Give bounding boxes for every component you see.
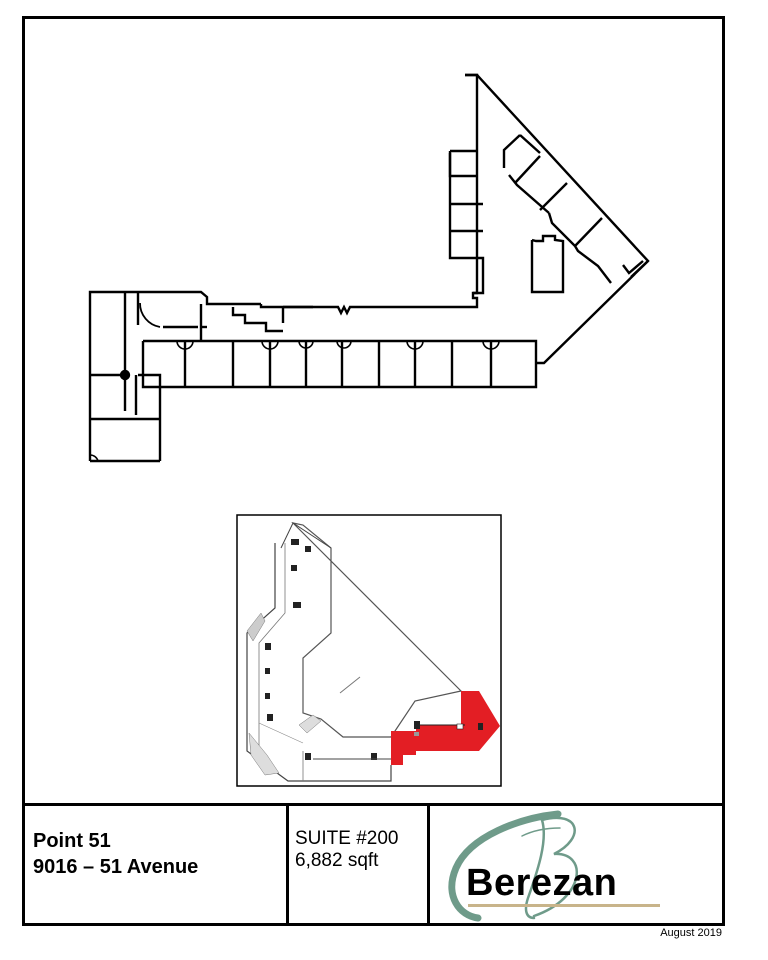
monogram-b-icon [448, 810, 578, 922]
logo-wordmark: Berezan [466, 862, 618, 904]
plan-area [25, 19, 722, 803]
property-address: 9016 – 51 Avenue [33, 856, 199, 878]
title-block: Point 51 9016 – 51 Avenue SUITE #200 6,8… [25, 803, 722, 923]
page-frame: Point 51 9016 – 51 Avenue SUITE #200 6,8… [22, 16, 725, 926]
suite-cell: SUITE #200 6,882 sqft [289, 806, 430, 923]
date-label: August 2019 [660, 927, 722, 939]
suite-area: 6,882 sqft [295, 850, 379, 871]
berezan-logo: Berezan [430, 806, 722, 923]
suite-floor-plan [88, 73, 650, 463]
property-cell: Point 51 9016 – 51 Avenue [25, 806, 289, 923]
suite-label: SUITE #200 [295, 828, 399, 849]
logo-underline [468, 904, 660, 907]
key-plan [236, 514, 502, 787]
suite-highlight [391, 691, 500, 765]
property-name: Point 51 [33, 830, 111, 852]
